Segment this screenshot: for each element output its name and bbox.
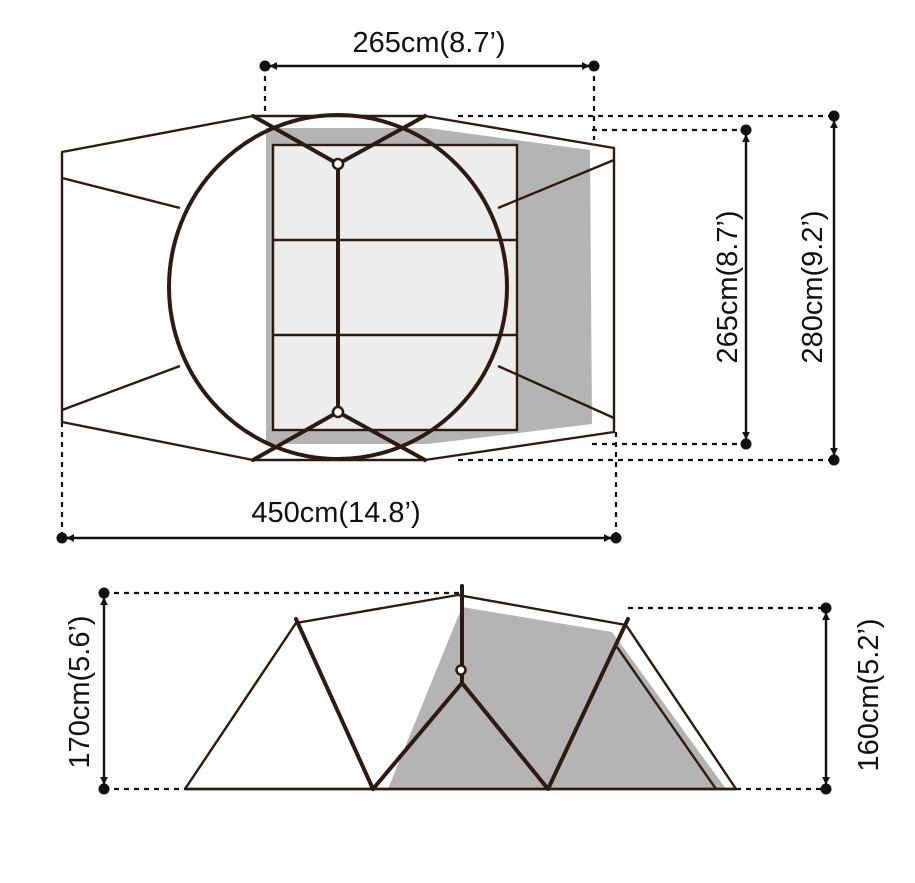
dim-endpoint	[828, 110, 840, 122]
dim-endpoint	[828, 454, 840, 466]
pole-hub-bottom	[331, 405, 345, 419]
front-guy-bottom	[61, 364, 181, 412]
side-view: 170cm(5.6’) 160cm(5.2’)	[64, 584, 885, 795]
top-view: 265cm(8.7’) 450cm(14.8’) 265cm(8.7’) 280…	[56, 27, 840, 544]
inner-tent-floor	[271, 143, 519, 432]
center-pole-hub	[455, 664, 467, 676]
dim-endpoint	[820, 783, 832, 795]
length-label: 450cm(14.8’)	[251, 497, 420, 529]
dim-endpoint	[56, 532, 68, 544]
rear-vestibule-edge	[616, 646, 717, 790]
front-guy-top	[61, 176, 181, 210]
dim-endpoint	[588, 60, 600, 72]
dim-endpoint	[740, 124, 752, 136]
pole-hub-top	[331, 157, 345, 171]
height-outer-label: 170cm(5.6’)	[64, 615, 96, 768]
dim-endpoint	[98, 587, 110, 599]
depth-outer-label: 280cm(9.2’)	[797, 210, 829, 363]
rear-guy-top	[497, 158, 615, 210]
inner-tent-side-shade	[388, 607, 726, 789]
arch-pole	[167, 113, 509, 461]
dim-endpoint	[820, 602, 832, 614]
depth-inner-label: 265cm(8.7’)	[712, 210, 744, 363]
dim-endpoint	[259, 60, 271, 72]
dim-endpoint	[98, 783, 110, 795]
dim-endpoint	[610, 532, 622, 544]
width-inner-label: 265cm(8.7’)	[352, 27, 505, 59]
dim-endpoint	[740, 438, 752, 450]
rear-guy-bottom	[497, 364, 615, 420]
height-inner-label: 160cm(5.2’)	[853, 618, 885, 771]
